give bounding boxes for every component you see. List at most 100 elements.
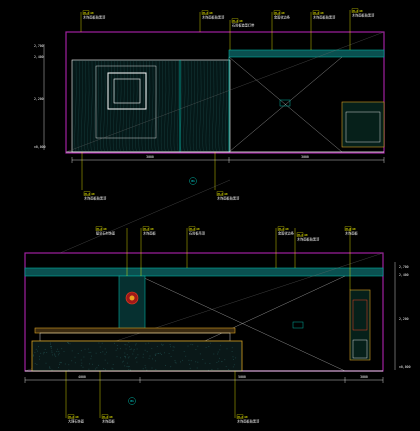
- texture-speck: [217, 368, 219, 370]
- texture-speck: [168, 353, 170, 354]
- texture-speck: [120, 348, 121, 350]
- texture-speck: [52, 354, 53, 356]
- texture-speck: [116, 356, 118, 358]
- callout-text: 壁龛石材饰面: [96, 231, 115, 236]
- texture-speck: [132, 353, 134, 355]
- texture-speck: [128, 369, 130, 370]
- texture-speck: [169, 344, 171, 345]
- texture-speck: [101, 342, 103, 344]
- texture-stroke: [202, 60, 205, 152]
- texture-speck: [34, 363, 36, 364]
- top-cabinet: [341, 101, 385, 148]
- bottom-level-4: ±0,000: [399, 365, 411, 369]
- texture-stroke: [186, 60, 189, 152]
- texture-speck: [56, 351, 58, 352]
- texture-speck: [98, 342, 100, 344]
- texture-speck: [219, 357, 220, 359]
- texture-speck: [126, 362, 128, 364]
- texture-speck: [120, 357, 121, 359]
- texture-speck: [233, 359, 234, 360]
- texture-stroke: [170, 60, 173, 152]
- texture-speck: [165, 365, 166, 366]
- texture-speck: [144, 365, 146, 367]
- texture-speck: [82, 366, 84, 368]
- texture-speck: [55, 355, 57, 357]
- top-level-3: 2,200: [34, 97, 44, 101]
- texture-speck: [187, 345, 189, 347]
- texture-speck: [111, 367, 113, 369]
- texture-speck: [202, 359, 204, 360]
- texture-speck: [233, 364, 235, 366]
- texture-stroke: [138, 60, 141, 152]
- texture-speck: [145, 343, 147, 345]
- texture-speck: [40, 352, 42, 354]
- texture-speck: [126, 344, 128, 346]
- callout-code: 40: [244, 415, 248, 419]
- texture-speck: [124, 344, 126, 346]
- texture-speck: [136, 361, 138, 363]
- texture-stroke: [212, 60, 215, 152]
- texture-speck: [80, 359, 82, 361]
- texture-speck: [67, 342, 68, 343]
- bottom-section-marker: [128, 397, 136, 405]
- texture-speck: [69, 343, 71, 345]
- texture-speck: [125, 348, 127, 350]
- callout-text: 石膏板吊顶: [189, 231, 206, 236]
- texture-speck: [205, 347, 207, 348]
- callout-code: 40: [239, 19, 243, 23]
- texture-speck: [60, 361, 62, 363]
- bottom-dim-3: 3000: [360, 375, 368, 379]
- texture-speck: [51, 346, 52, 347]
- texture-stroke: [128, 60, 131, 152]
- top-level-2: 2,400: [34, 55, 44, 59]
- callout-tag-box: [95, 226, 103, 231]
- texture-speck: [103, 368, 105, 369]
- texture-speck: [170, 346, 171, 348]
- texture-speck: [51, 350, 53, 352]
- texture-speck: [135, 343, 137, 345]
- top-artwork-frame: [107, 72, 147, 110]
- texture-speck: [182, 359, 183, 361]
- top-inner-frame: [95, 65, 157, 139]
- texture-speck: [67, 342, 69, 343]
- texture-speck: [50, 347, 52, 349]
- texture-speck: [158, 353, 160, 354]
- callout-tag: PL2: [233, 19, 239, 23]
- texture-speck: [45, 362, 47, 364]
- bottom-dim-1: 4000: [78, 375, 86, 379]
- between-construction-line: [59, 179, 231, 254]
- callout-tag-box: [273, 10, 281, 15]
- texture-speck: [126, 354, 128, 356]
- callout-tag: PL2: [298, 233, 304, 237]
- callout-tag: PL2: [238, 415, 244, 419]
- callout-text: 木饰面板: [345, 231, 359, 236]
- callout-code: 40: [75, 415, 79, 419]
- texture-stroke: [109, 60, 112, 152]
- texture-speck: [228, 369, 230, 370]
- texture-speck: [190, 343, 192, 345]
- texture-speck: [68, 364, 70, 366]
- texture-speck: [59, 364, 60, 365]
- texture-stroke: [132, 60, 135, 152]
- callout-tag: PL2: [69, 415, 75, 419]
- callout-tag: PL2: [203, 11, 209, 15]
- texture-speck: [218, 360, 220, 362]
- callout-code: 40: [209, 11, 213, 15]
- texture-speck: [50, 343, 51, 345]
- texture-speck: [210, 342, 211, 344]
- texture-speck: [197, 345, 199, 347]
- callout-code: 40: [359, 9, 363, 13]
- texture-speck: [96, 367, 98, 369]
- texture-speck: [37, 350, 38, 352]
- texture-speck: [213, 353, 215, 355]
- callout-tag-box: [83, 191, 91, 196]
- texture-speck: [231, 347, 233, 349]
- callout-tag-box: [351, 8, 359, 13]
- texture-speck: [164, 352, 165, 354]
- callout-text: 大理石饰面: [68, 419, 84, 424]
